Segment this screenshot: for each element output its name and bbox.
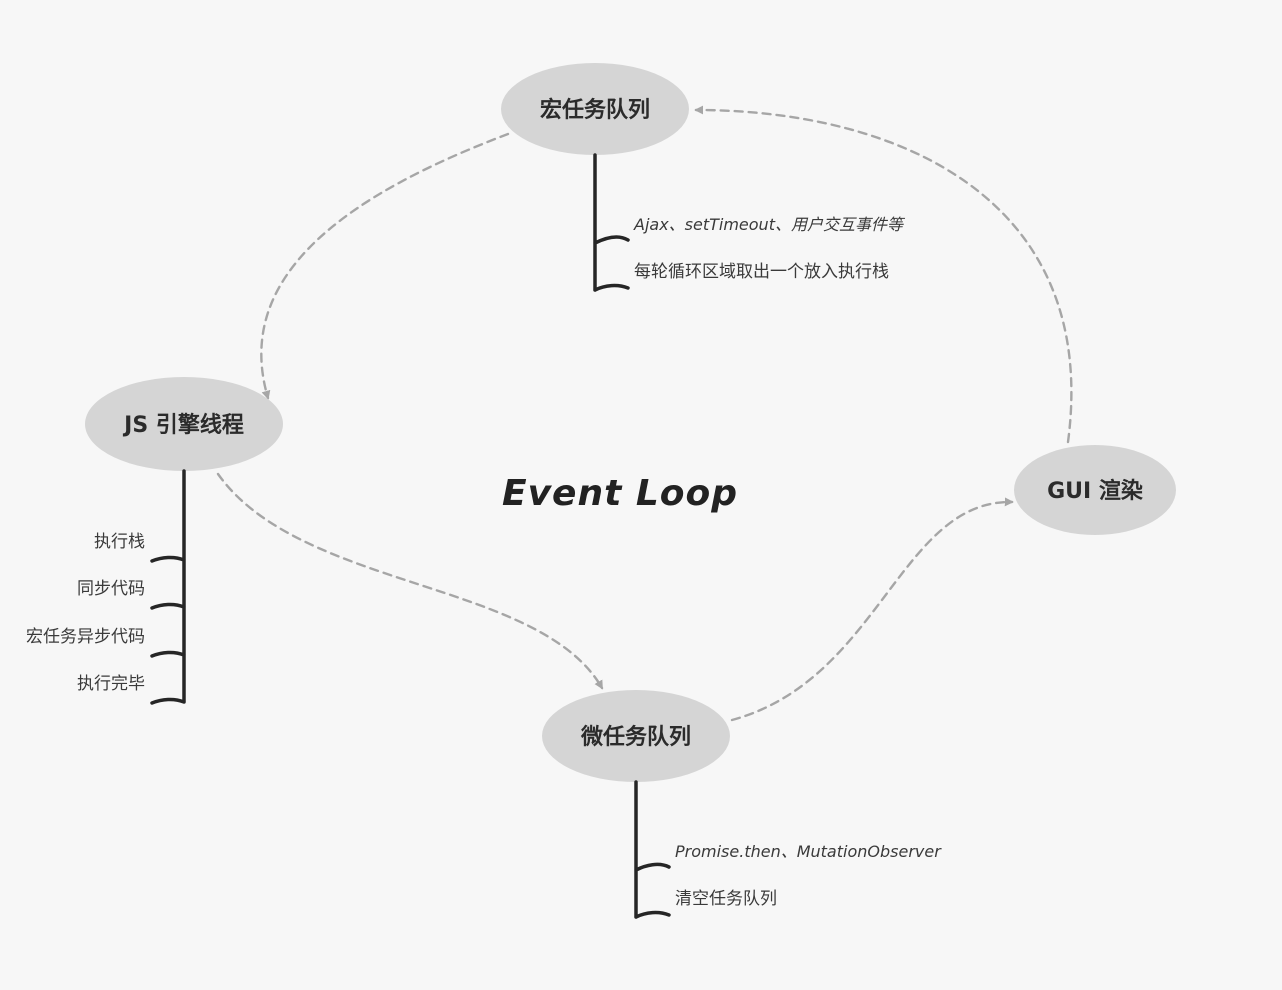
micro-task-detail-1: Promise.then、MutationObserver	[675, 842, 942, 861]
macro-task-label: 宏任务队列	[540, 97, 650, 123]
js-engine-detail-2: 同步代码	[77, 579, 145, 599]
micro-task-ellipse	[542, 690, 730, 782]
js-engine-detail-1: 执行栈	[94, 532, 145, 552]
micro-task-stem	[634, 780, 671, 919]
js-engine-stem	[150, 469, 186, 705]
js-engine-node[interactable]: JS 引擎线程	[85, 377, 283, 471]
js-engine-detail-3: 宏任务异步代码	[26, 627, 145, 647]
edge-gui-to-macro	[694, 105, 1073, 444]
js-engine-label: JS 引擎线程	[122, 412, 244, 438]
macro-task-detail-2: 每轮循环区域取出一个放入执行栈	[634, 262, 889, 282]
macro-task-ellipse	[501, 63, 689, 155]
gui-render-node[interactable]: GUI 渲染	[1014, 445, 1176, 535]
edge-macro-to-js	[260, 132, 510, 400]
macro-task-node[interactable]: 宏任务队列	[501, 63, 689, 155]
micro-task-label: 微任务队列	[580, 724, 691, 750]
macro-task-stem	[593, 153, 630, 292]
micro-task-node[interactable]: 微任务队列	[542, 690, 730, 782]
diagram-title: Event Loop	[502, 473, 738, 514]
js-engine-ellipse	[85, 377, 283, 471]
edge-micro-to-gui	[730, 497, 1014, 722]
macro-task-detail-1: Ajax、setTimeout、用户交互事件等	[633, 215, 906, 234]
micro-task-detail-2: 清空任务队列	[675, 889, 777, 909]
edge-js-to-micro	[216, 472, 604, 690]
gui-render-ellipse	[1014, 445, 1176, 535]
gui-render-label: GUI 渲染	[1047, 478, 1143, 504]
js-engine-detail-4: 执行完毕	[77, 674, 145, 694]
